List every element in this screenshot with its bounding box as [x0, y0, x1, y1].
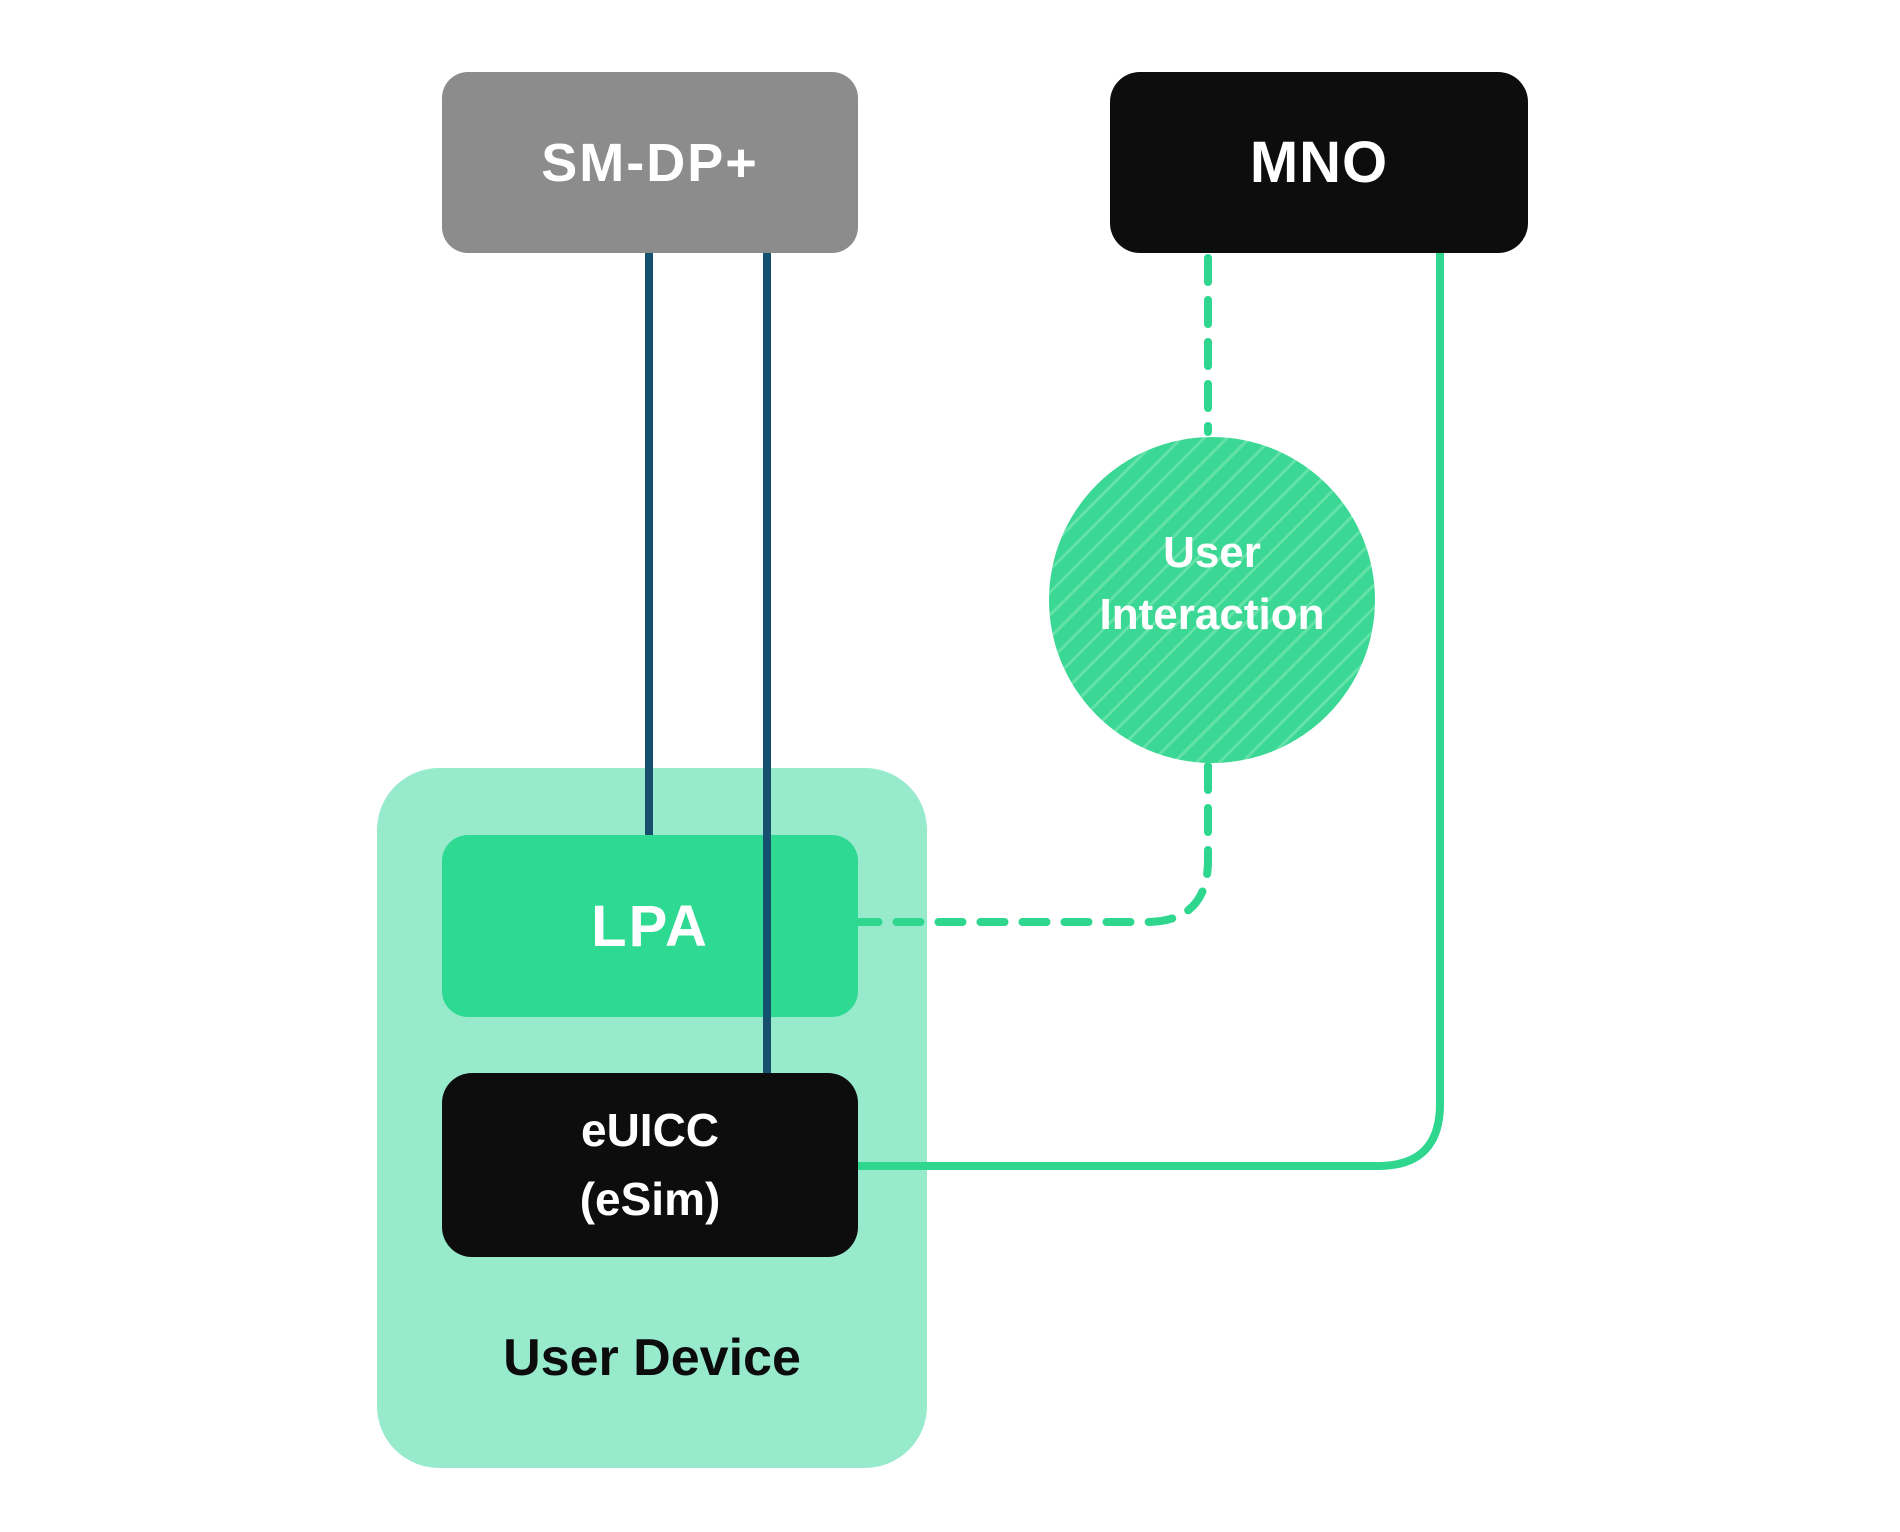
box-lpa: LPA — [442, 835, 858, 1017]
mno-label: MNO — [1249, 130, 1389, 195]
user-interaction-label-line2: Interaction — [1099, 590, 1325, 639]
user-interaction-label: User Interaction — [1100, 522, 1325, 645]
user-interaction-circle: User Interaction — [1049, 437, 1375, 763]
euicc-label-line2: (eSim) — [579, 1173, 721, 1225]
box-sm-dp-plus: SM-DP+ — [442, 72, 858, 253]
sm-dp-plus-label: SM-DP+ — [541, 132, 759, 193]
lpa-label: LPA — [591, 893, 709, 959]
box-mno: MNO — [1110, 72, 1528, 253]
user-device-label-text: User Device — [503, 1329, 801, 1387]
euicc-label-line1: eUICC — [580, 1104, 720, 1156]
user-interaction-label-line1: User — [1163, 528, 1261, 578]
box-euicc-esim: eUICC (eSim) — [442, 1073, 858, 1257]
user-device-label: User Device — [377, 1326, 927, 1390]
